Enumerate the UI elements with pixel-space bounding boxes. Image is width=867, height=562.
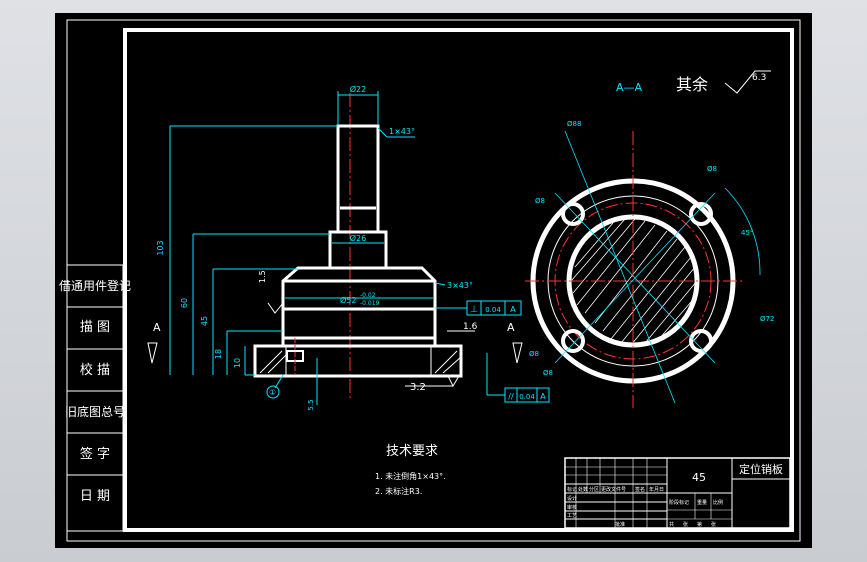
dim-angle: 45° [741, 229, 753, 237]
pin-top [336, 124, 380, 234]
perp-tolerance-frame: ⊥ 0.04 A [435, 300, 522, 316]
collar [281, 266, 437, 340]
par-ref: A [540, 392, 546, 401]
drawing-sheet: 借通用件登记 描 图 校 描 旧底图总号 签 字 日 期 [55, 13, 812, 548]
tb-scale: 比例 [713, 499, 723, 506]
dim-collar-tol-lower: -0.019 [360, 300, 380, 307]
roughness-prefix: 其余 [676, 75, 708, 94]
dim-neck-dia: Ø26 [350, 233, 366, 243]
tb-total: 共 [669, 521, 674, 528]
dim-collar-dia: Ø52 [340, 295, 356, 305]
side-cell-sign: 签 字 [80, 446, 110, 462]
tb-header-docno: 更改文件号 [601, 486, 626, 493]
dim-h45: 45 [200, 316, 209, 326]
side-cell-check: 校 描 [80, 362, 110, 378]
inner-frame [123, 28, 794, 532]
tb-header-zone: 分区 [589, 486, 599, 493]
side-cell-draw: 描 图 [80, 320, 110, 335]
dim-bc-dia: Ø88 [567, 120, 581, 128]
tech-req-item-1: 1. 未注倒角1×43°. [375, 471, 446, 481]
par-value: 0.04 [519, 393, 535, 401]
perp-value: 0.04 [485, 306, 501, 314]
dim-top-width: Ø22 [350, 84, 366, 94]
tb-stage-mark: 阶段标记 [669, 499, 689, 506]
datum-a-left: A [153, 321, 161, 334]
tb-header-mark: 标记 [567, 486, 577, 493]
rough-1-6: 1.6 [463, 322, 478, 332]
tb-weight: 重量 [697, 499, 707, 506]
perp-ref: A [510, 305, 516, 314]
tb-header-count: 处数 [578, 486, 588, 493]
part-balloon: ① [269, 388, 276, 397]
tb-header-date: 年月日 [649, 486, 664, 493]
tb-approve: 批准 [615, 521, 625, 528]
dim-hole-dia-bl2: Ø8 [543, 369, 553, 377]
front-view: Ø22 1×43° Ø26 3×43° Ø52 -0.02 -0.019 [147, 84, 550, 411]
side-cell-oldno: 旧底图总号 [65, 404, 125, 419]
dim-pcd: Ø72 [760, 315, 774, 323]
par-symbol: // [508, 392, 514, 401]
dim-h10: 10 [233, 358, 242, 368]
datum-a-right: A [507, 321, 515, 334]
title-block: 标记 处数 分区 更改文件号 签名 年月日 设计 审核 工艺 批准 45 定位销 [564, 457, 791, 529]
dim-overall-height: 103 [156, 240, 165, 255]
dim-hole-dia-bl: Ø8 [529, 350, 539, 358]
tb-header-sign: 签名 [635, 486, 645, 493]
cad-drawing: 借通用件登记 描 图 校 描 旧底图总号 签 字 日 期 [59, 19, 801, 542]
dim-h5-5: 5.5 [307, 399, 315, 410]
par-tolerance-frame: // 0.04 A [486, 353, 550, 403]
rough-3-2: 3.2 [410, 382, 426, 393]
tb-sheets: 张 [683, 521, 688, 528]
tb-material: 45 [692, 471, 706, 484]
dim-h18: 18 [214, 349, 223, 359]
dim-chamfer-top: 1×43° [389, 127, 415, 136]
section-label: A—A [616, 81, 643, 94]
tb-row-design: 设计 [567, 495, 577, 502]
dim-collar-chamfer: 3×43° [447, 281, 473, 290]
rough-1-5: 1.5 [258, 270, 267, 283]
tb-row-process: 工艺 [567, 513, 577, 519]
section-view: A—A 其余 6.3 [525, 70, 774, 408]
perp-symbol: ⊥ [470, 305, 478, 315]
side-cell-register: 借通用件登记 [59, 278, 131, 293]
dim-hole-dia-tl: Ø8 [535, 197, 545, 205]
side-panel: 借通用件登记 描 图 校 描 旧底图总号 签 字 日 期 [59, 264, 131, 532]
dim-h60: 60 [180, 298, 189, 308]
tech-req-title: 技术要求 [386, 444, 438, 459]
tb-row-review: 审核 [567, 504, 577, 511]
tech-req-item-2: 2. 未标注R3. [375, 486, 422, 496]
dim-collar-tol-upper: -0.02 [360, 292, 376, 299]
side-cell-date: 日 期 [80, 489, 110, 504]
tb-no: 第 [697, 521, 702, 528]
tb-sheet: 张 [711, 521, 716, 528]
dim-hole-dia-tr: Ø8 [707, 165, 717, 173]
roughness-value: 6.3 [752, 73, 766, 83]
tb-part-name: 定位销板 [739, 462, 783, 476]
tech-requirements: 技术要求 1. 未注倒角1×43°. 2. 未标注R3. [375, 444, 446, 496]
